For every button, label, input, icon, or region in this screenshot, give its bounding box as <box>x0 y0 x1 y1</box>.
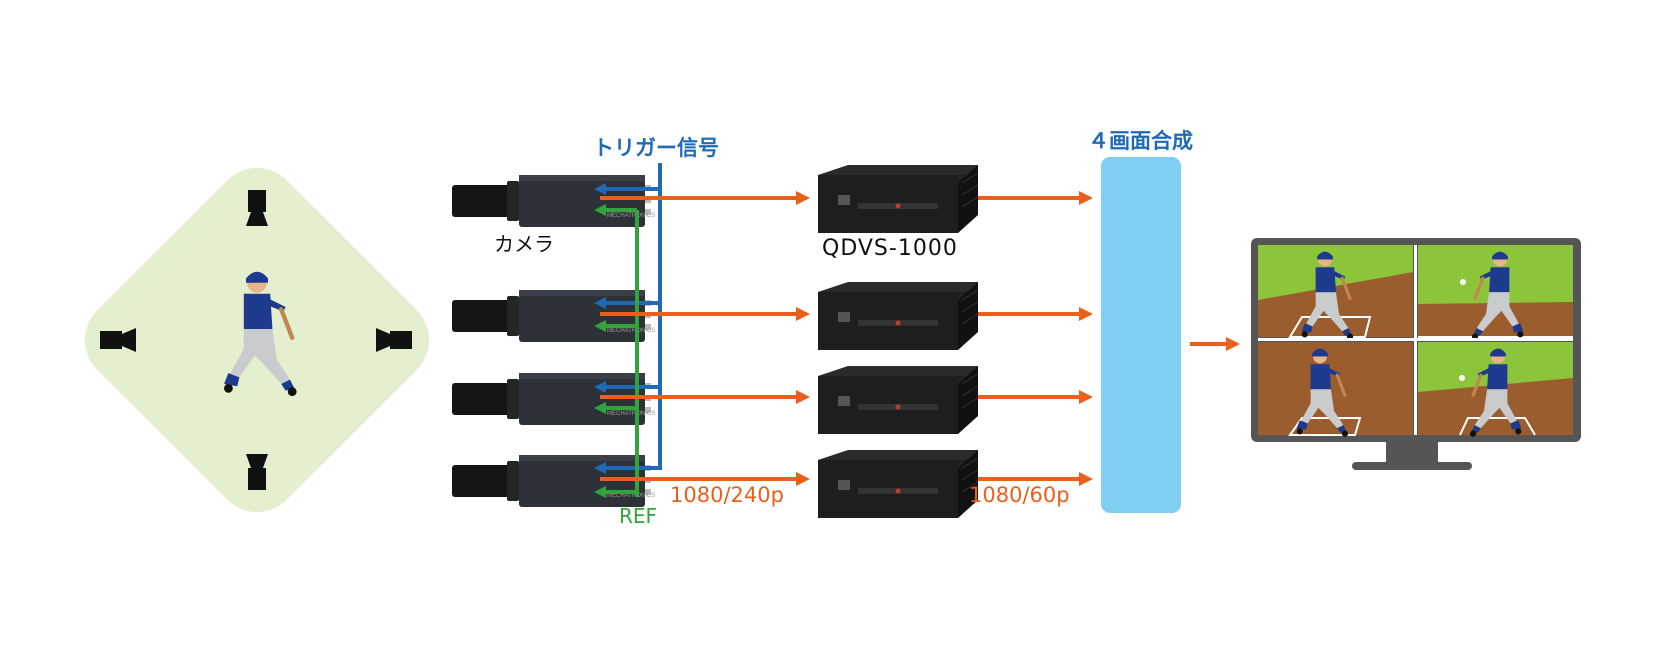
ref-arrowheads <box>594 204 606 498</box>
device-output-label: 1080/60p <box>969 483 1070 507</box>
trigger-arrowheads <box>594 183 606 474</box>
camera-label: カメラ <box>494 232 554 256</box>
camera-output-label: 1080/240p <box>670 483 784 507</box>
camera-icon <box>452 175 656 227</box>
composite-label: ４画面合成 <box>1088 129 1193 153</box>
ref-label: REF <box>619 504 658 528</box>
filming-camera-icon <box>100 190 412 490</box>
composite-box <box>1101 157 1181 513</box>
video-lines <box>600 196 1228 481</box>
capture-device-icon <box>817 449 979 519</box>
capture-device-icon <box>817 365 979 435</box>
capture-device-icon <box>817 281 979 351</box>
video-arrowheads <box>796 191 1240 486</box>
capture-device-icon <box>817 164 979 234</box>
monitor-icon <box>1251 238 1581 470</box>
ref-lines <box>604 208 639 497</box>
trigger-lines <box>604 163 662 470</box>
device-label: QDVS-1000 <box>822 236 958 261</box>
trigger-signal-label: トリガー信号 <box>593 136 719 160</box>
